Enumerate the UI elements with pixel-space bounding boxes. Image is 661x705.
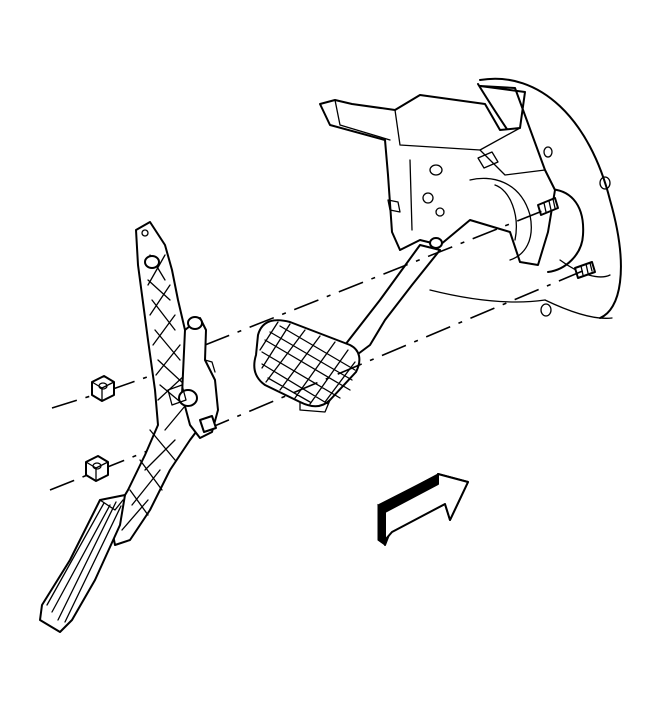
- mounting-nuts: [85, 375, 115, 482]
- dash-panel: [429, 77, 622, 319]
- upper-nut: [91, 375, 115, 402]
- lower-nut: [85, 455, 109, 482]
- accelerator-pedal-assembly: [39, 221, 219, 633]
- front-of-vehicle-arrow: [377, 473, 469, 546]
- pedal-mounting-bracket: [319, 85, 556, 266]
- brake-pedal: [253, 244, 441, 413]
